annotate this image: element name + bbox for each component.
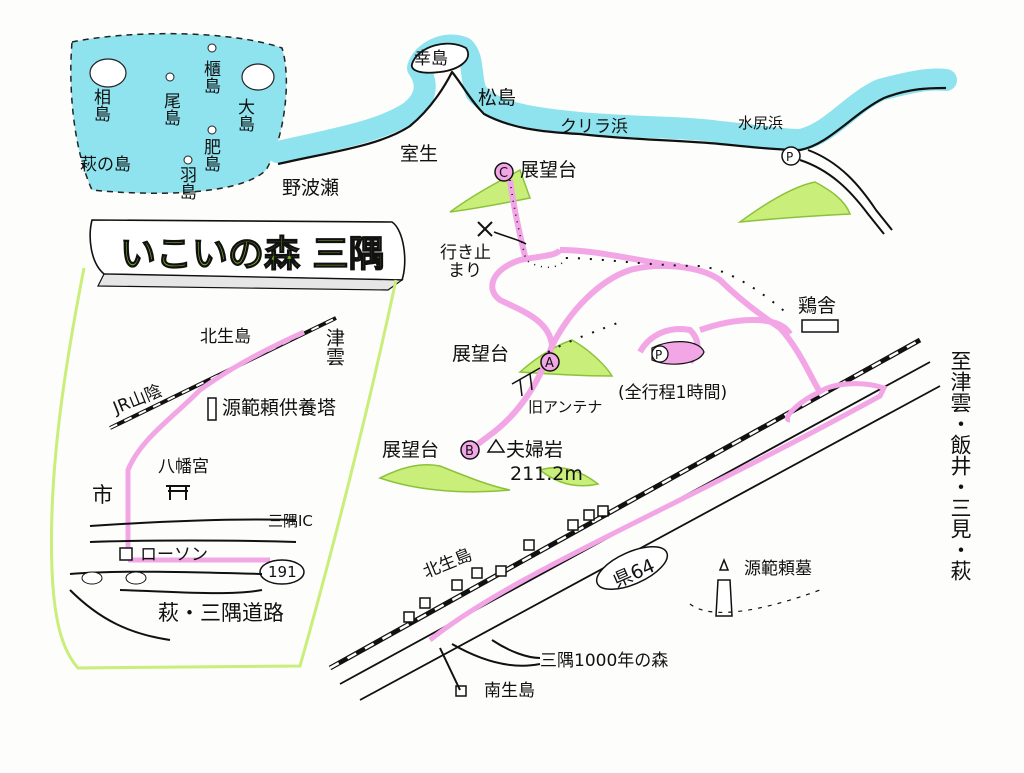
label-oshima: 大島: [234, 98, 255, 133]
map-title: いこいの森 三隅: [120, 234, 385, 275]
kojima-island: [411, 42, 469, 74]
parking-label: P: [655, 348, 662, 362]
label-antenna: 旧アンテナ: [528, 398, 602, 416]
label-kitaikushima: 北生島: [420, 545, 475, 583]
label-murou: 室生: [400, 143, 438, 165]
label-memorial: 源範頼供養塔: [222, 397, 336, 419]
island-oshima: [241, 63, 275, 91]
label-hachimangu: 八幡宮: [158, 457, 209, 477]
label-duration: (全行程1時間): [618, 383, 727, 403]
label-hijima: 肥島: [200, 138, 221, 173]
label-minamiikushima: 南生島: [484, 681, 535, 701]
label-dead-end-2: まり: [448, 261, 482, 281]
trail-network: 行き止 まり C 展望台 A 展望台 旧アンテナ B 展望台 夫婦岩 211.2…: [382, 159, 839, 485]
label-hashima: 羽島: [176, 166, 197, 201]
label-hagi-misumi-road: 萩・三隅道路: [158, 601, 284, 625]
label-misumi-ic: 三隅IC: [268, 512, 313, 530]
lawson-icon: [119, 547, 133, 561]
viewpoint-a-label: 展望台: [452, 343, 509, 365]
dead-end-icon: [477, 221, 493, 237]
island-aijima: [89, 58, 127, 88]
label-oshima-small: 尾島: [160, 92, 181, 127]
beach-parking-label: P: [786, 150, 793, 164]
label-dead-end: 行き止: [440, 243, 491, 263]
shore-line: [277, 70, 947, 166]
label-kojima: 幸島: [414, 49, 448, 69]
summit-icon: [486, 438, 506, 453]
label-tsuzumo: 津雲: [323, 328, 345, 366]
sea-band: [267, 34, 957, 163]
access-inset-frame: [49, 267, 398, 670]
route-64-sign: [595, 545, 669, 591]
viewpoint-c-marker: [494, 162, 514, 182]
access-route: [125, 329, 306, 552]
label-rock: 夫婦岩: [506, 439, 563, 461]
access-route-main: [428, 381, 888, 642]
label-aijima: 相島: [90, 88, 111, 123]
label-mizushiri-beach: 水尻浜: [738, 114, 783, 132]
access-inset: JR山陰 北生島 津雲 源範頼供養塔 八幡宮 市 三隅IC ローソン 191 萩…: [49, 267, 398, 670]
label-hitsushima: 櫃島: [200, 60, 221, 95]
label-kitaikushima-inset: 北生島: [200, 327, 251, 347]
label-elevation: 211.2m: [510, 463, 583, 485]
label-route-191: 191: [268, 563, 297, 581]
label-chicken-farm: 鶏舎: [798, 295, 836, 317]
title-banner: いこいの森 三隅: [89, 219, 406, 291]
viewpoint-b-label: 展望台: [382, 439, 439, 461]
viewpoint-b-letter: B: [465, 444, 474, 459]
viewpoint-b-marker: [460, 440, 480, 460]
label-hagi-island: 萩の島: [80, 155, 131, 175]
grave-icon: [715, 557, 733, 617]
label-city: 市: [92, 483, 113, 507]
beach-parking-icon: [781, 146, 801, 166]
label-grave: 源範頼墓: [744, 559, 812, 579]
label-direction: 至津雲・飯井・三見・萩: [948, 350, 972, 581]
antenna-icon: [511, 367, 541, 397]
label-lawson: ローソン: [140, 545, 208, 565]
main-loop-trail: [549, 262, 823, 394]
label-1000year-forest: 三隅1000年の森: [540, 651, 668, 671]
viewpoint-c-letter: C: [499, 166, 508, 181]
label-kurira-beach: クリラ浜: [560, 117, 628, 137]
label-nohase: 野波瀬: [282, 177, 339, 199]
route-191-sign: [259, 559, 305, 585]
torii-icon: [166, 485, 190, 500]
parking-icon: [651, 345, 669, 363]
viewpoint-c-label: 展望台: [520, 159, 577, 181]
hills: [378, 168, 852, 493]
label-matsushima: 松島: [478, 87, 516, 109]
viewpoint-a-letter: A: [545, 356, 554, 371]
coastline: 幸島 松島 クリラ浜 水尻浜 室生 野波瀬 P: [267, 34, 957, 235]
island-inset: 相島 櫃島 尾島 大島 肥島 羽島 萩の島: [70, 32, 288, 201]
viewpoint-a-marker: [540, 352, 560, 372]
